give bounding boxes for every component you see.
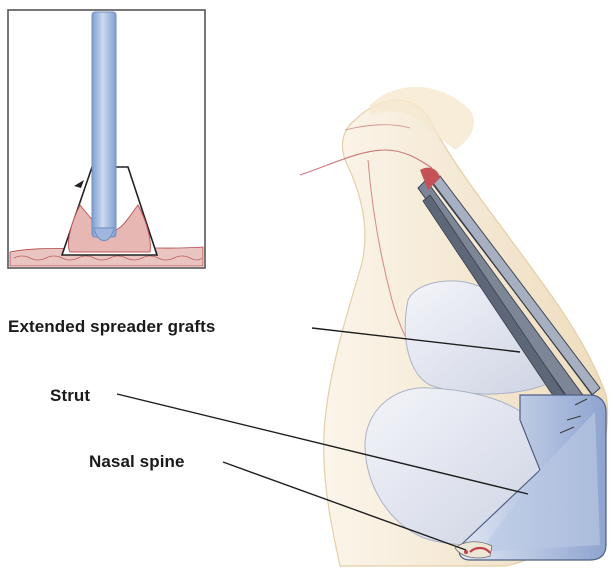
label-extended-spreader-grafts: Extended spreader grafts — [8, 317, 215, 337]
label-strut: Strut — [50, 386, 90, 406]
label-nasal-spine: Nasal spine — [89, 452, 185, 472]
inset-diagram — [8, 10, 205, 268]
nose-illustration — [300, 87, 608, 566]
inset-needle — [92, 12, 116, 237]
